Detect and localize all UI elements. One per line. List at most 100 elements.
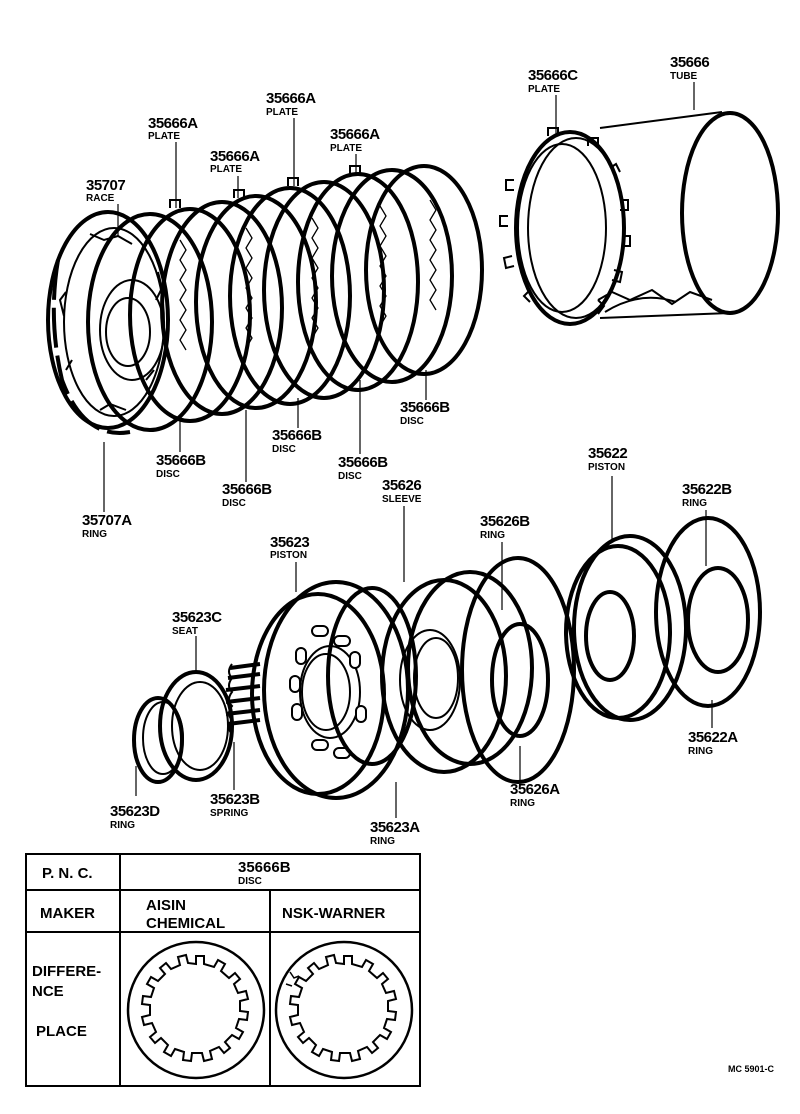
part-name: PISTON [270,550,307,561]
label-35626a: 35626A RING [510,781,561,809]
maker-header: MAKER [40,905,95,922]
label-35707: 35707 RACE [86,177,126,204]
label-35623a: 35623A RING [370,819,421,847]
drawing-code: MC 5901-C [728,1064,775,1074]
part-number: 35626 [382,477,421,494]
part-name: SLEEVE [382,494,422,505]
label-35666a-4: 35666A PLATE [330,126,381,154]
part-name: RING [82,529,107,540]
part-number: 35666A [330,126,380,143]
part-number: 35666B [222,481,272,498]
label-35622: 35622 PISTON [588,445,628,473]
part-name: DISC [400,416,424,427]
part-name: DISC [156,469,180,480]
ring-35622b [686,566,750,674]
part-number: 35666A [148,115,198,132]
difference-label-line1: DIFFERE- [32,963,101,980]
part-number: 35666B [156,452,206,469]
label-35666b-4: 35666B DISC [338,454,389,482]
label-35622a: 35622A RING [688,729,739,757]
part-name: RING [110,820,135,831]
part-number: 35622B [682,481,732,498]
seat-35623c [158,670,234,782]
part-number: 35666A [210,148,260,165]
part-number: 35666B [400,399,450,416]
label-35666a-2: 35666A PLATE [210,148,261,175]
part-name: RING [688,746,713,757]
part-name: DISC [338,471,362,482]
label-35623d: 35623D RING [110,803,161,831]
part-name: PLATE [528,84,560,95]
disc-aisin-chemical [126,940,266,1080]
springs-35623b [225,662,261,735]
label-35666b-5: 35666B DISC [400,399,451,427]
label-35666b-3: 35666B DISC [272,427,323,455]
part-number: 35623C [172,609,222,626]
piston-35622 [564,534,688,722]
part-name: RING [370,836,395,847]
ring-35707a [51,259,131,435]
part-name: TUBE [670,71,698,82]
label-35626: 35626 SLEEVE [382,477,422,505]
label-35666a-1: 35666A PLATE [148,115,199,142]
maker-nsk-warner: NSK-WARNER [282,905,385,922]
pnc-header: P. N. C. [42,865,93,882]
part-name: RACE [86,193,115,204]
part-number: 35666C [528,67,578,84]
part-name: SEAT [172,626,198,637]
part-number: 35626B [480,513,530,530]
plate-35666c [499,127,631,326]
part-name: SPRING [210,808,249,819]
part-number: 35666 [670,54,709,71]
part-number: 35707A [82,512,132,529]
piston-35623 [250,580,410,800]
label-35622b: 35622B RING [682,481,733,509]
pnc-name: DISC [238,876,262,887]
part-name: RING [480,530,505,541]
part-number: 35666B [272,427,322,444]
difference-table: P. N. C. 35666B DISC MAKER AISIN CHEMICA… [25,853,421,1087]
part-number: 35622 [588,445,627,462]
leader-lines [103,82,713,818]
maker-aisin-line2: CHEMICAL [146,915,225,932]
maker-aisin-line1: AISIN [146,897,186,914]
label-35623: 35623 PISTON [270,534,310,561]
ring-35626b [490,622,550,738]
part-name: PISTON [588,462,625,473]
part-number: 35626A [510,781,560,798]
part-name: PLATE [148,131,180,142]
part-name: RING [510,798,535,809]
part-number: 35623A [370,819,420,836]
label-35626b: 35626B RING [480,513,531,541]
part-name: DISC [272,444,296,455]
part-name: RING [682,498,707,509]
part-name: PLATE [210,164,242,175]
part-name: PLATE [266,107,298,118]
part-number: 35623D [110,803,160,820]
ring-35622a [654,516,762,708]
label-35666a-3: 35666A PLATE [266,90,317,118]
part-number: 35622A [688,729,738,746]
label-35666b-1: 35666B DISC [156,452,207,480]
label-35666: 35666 TUBE [670,54,710,82]
label-35623c: 35623C SEAT [172,609,223,637]
ring-35623a [326,586,418,766]
ring-35626a [460,556,576,784]
difference-label-line2: NCE [32,983,64,1000]
part-number: 35666B [338,454,388,471]
part-name: DISC [222,498,246,509]
label-35666b-2: 35666B DISC [222,481,273,509]
part-number: 35623B [210,791,260,808]
part-number: 35666A [266,90,316,107]
sleeve-35626 [380,570,534,774]
part-number: 35707 [86,177,125,194]
disc-nsk-warner [274,940,414,1080]
label-35707a: 35707A RING [82,512,133,540]
part-name: PLATE [330,143,362,154]
part-number: 35623 [270,534,309,551]
clutch-pack [86,164,484,432]
pnc-value: 35666B [238,859,291,876]
place-label: PLACE [36,1023,87,1040]
label-35666c: 35666C PLATE [528,67,579,95]
